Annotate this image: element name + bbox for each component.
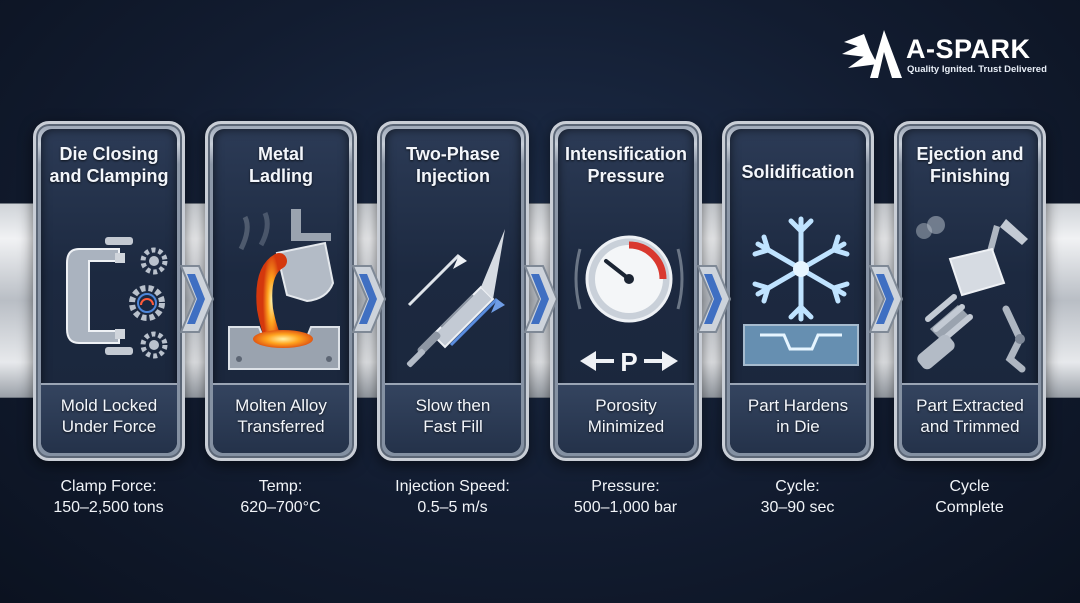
step-note-pressure: Pressure:500–1,000 bar [573, 478, 678, 516]
brand-tagline: Quality Ignited. Trust Delivered [907, 64, 1047, 75]
chevron-right-icon [868, 265, 904, 333]
spark-logo-icon [842, 30, 902, 78]
step-note-injection-speed: Injection Speed:0.5–5 m/s [395, 478, 510, 516]
ladle-pour-icon [228, 209, 340, 370]
gauge-label: P [620, 347, 637, 377]
brand-logo: A-SPARK Quality Ignited. Trust Delivered [840, 28, 1055, 80]
clamp-gears-icon [66, 237, 168, 359]
chevron-right-icon [351, 265, 387, 333]
injection-plunger-icon [406, 229, 505, 368]
chevron-right-icon [523, 265, 559, 333]
chevron-right-icon [179, 265, 215, 333]
step-note-cycle-time: Cycle:30–90 sec [760, 478, 835, 516]
pressure-gauge-icon: P [574, 235, 684, 377]
step-note-clamp-force: Clamp Force:150–2,500 tons [53, 478, 164, 516]
brand-name: A-SPARK [906, 34, 1031, 64]
chevron-right-icon [696, 265, 732, 333]
step-title: Solidification [741, 162, 855, 182]
step-note-temperature: Temp:620–700°C [240, 478, 321, 516]
snowflake-icon [743, 216, 859, 366]
robot-arm-ejector-icon [916, 216, 1028, 373]
